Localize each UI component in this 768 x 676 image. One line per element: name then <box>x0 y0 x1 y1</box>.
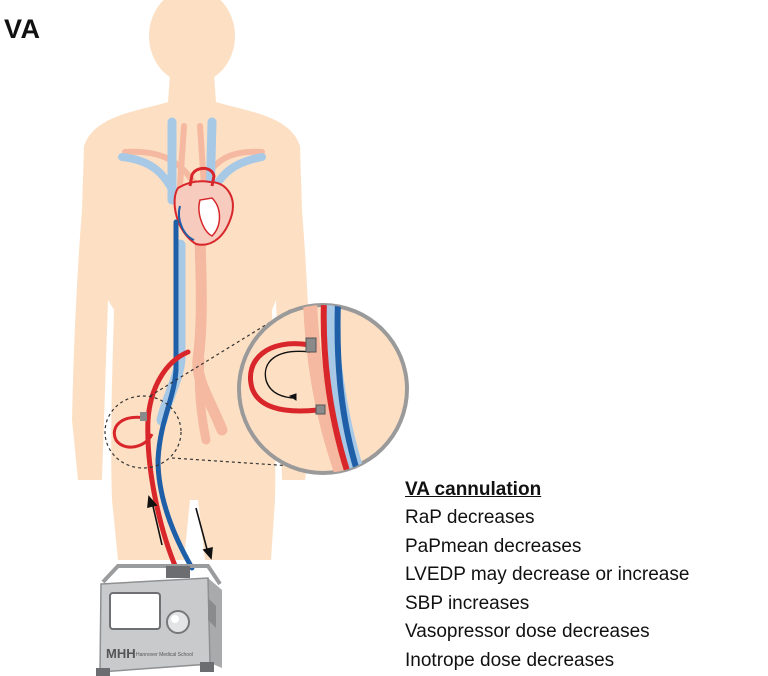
flow-arrows <box>147 495 213 560</box>
va-cannulation-effects-panel: VA cannulation RaP decreases PaPmean dec… <box>405 476 767 675</box>
effect-item: PaPmean decreases <box>405 535 582 557</box>
effect-item: LVEDP may decrease or increase <box>405 564 690 585</box>
effect-item: RaP decreases <box>405 507 535 528</box>
effect-item: Vasopressor dose decreases <box>405 621 650 642</box>
down-arrow-icon <box>202 546 213 560</box>
device-logo: MHH <box>106 646 136 661</box>
page-title: VA <box>4 14 41 44</box>
up-arrow-icon <box>147 495 158 509</box>
effects-heading: VA cannulation <box>405 479 542 500</box>
distal-perfusion-loop <box>113 412 154 449</box>
venous-drainage-cannula <box>155 219 195 571</box>
device-caption: Hannover Medical School <box>136 652 193 658</box>
effects-list: RaP decreases PaPmean decreases LVEDP ma… <box>405 504 767 675</box>
effect-item: Inotrope dose decreases <box>405 649 615 671</box>
zoom-line-bottom <box>171 457 323 469</box>
human-body-silhouette <box>72 0 312 560</box>
ecmo-console: MHH Hannover Medical School <box>96 564 222 676</box>
arterial-return-cannula <box>145 349 191 571</box>
groin-zoom-marker <box>104 395 182 469</box>
heart <box>173 166 234 246</box>
cannulation-magnified-inset <box>237 303 409 475</box>
effect-item: SBP increases <box>405 592 530 614</box>
